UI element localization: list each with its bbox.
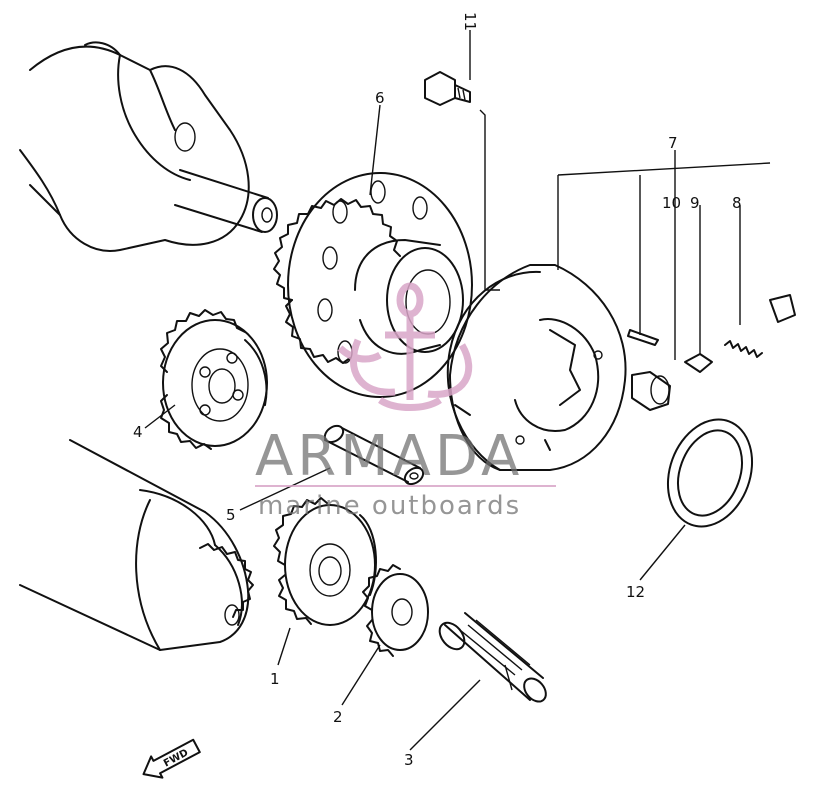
watermark-title: ARMADA xyxy=(255,424,523,489)
washer-part-12 xyxy=(666,418,754,528)
gear-part-6 xyxy=(273,172,473,398)
armada-watermark: ARMADA marine outboards xyxy=(255,282,556,521)
crankshaft-upper xyxy=(19,41,278,252)
callout-6: 6 xyxy=(375,89,385,107)
spring-part-8 xyxy=(724,294,796,358)
callout-10: 10 xyxy=(662,194,681,212)
bolt-part-11 xyxy=(424,71,471,106)
arrow-left-icon xyxy=(142,738,201,779)
callout-4: 4 xyxy=(133,423,143,441)
callout-3: 3 xyxy=(404,751,414,769)
callout-labels: 11 6 7 10 9 8 4 5 12 1 2 3 xyxy=(133,12,742,769)
callout-2: 2 xyxy=(333,708,343,726)
plunger-part-9 xyxy=(684,353,713,373)
callout-5: 5 xyxy=(226,506,236,524)
anchor-logo-icon xyxy=(337,282,473,411)
shaft-part-3 xyxy=(438,612,547,703)
callout-1: 1 xyxy=(270,670,280,688)
watermark-subtitle: marine outboards xyxy=(258,491,521,521)
crankshaft-lower xyxy=(19,439,254,651)
gear-part-1 xyxy=(273,497,377,626)
leader-lines xyxy=(144,30,771,751)
pin-part-5 xyxy=(323,424,425,486)
callout-9: 9 xyxy=(690,194,700,212)
fwd-direction-marker: FWD xyxy=(142,738,201,779)
gear-part-2 xyxy=(362,564,429,657)
pin-part-10-needle xyxy=(627,329,659,346)
clutch-housing-part-7 xyxy=(446,264,627,471)
gear-part-4 xyxy=(160,309,268,450)
callout-7: 7 xyxy=(668,134,678,152)
callout-11: 11 xyxy=(461,12,479,31)
callout-12: 12 xyxy=(626,583,645,601)
callout-8: 8 xyxy=(732,194,742,212)
roller-part-10 xyxy=(631,371,671,411)
